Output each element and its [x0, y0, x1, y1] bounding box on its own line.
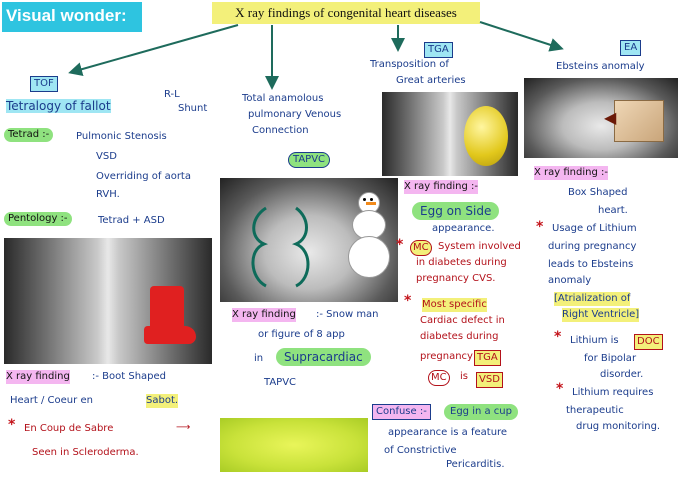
tapvc-title-1: Total anamolous: [242, 93, 324, 104]
tga-mc2: MC: [428, 370, 450, 386]
ea-doc: DOC: [634, 334, 663, 350]
ea-star-3-icon: *: [556, 381, 564, 397]
tof-star-icon: *: [8, 417, 16, 433]
tga-mc: MC: [410, 240, 432, 256]
tga-egg: Egg on Side: [412, 202, 500, 220]
ea-lith3-1: Lithium requires: [572, 387, 654, 398]
tga-line-2: Great arteries: [396, 75, 466, 86]
confuse-image: [220, 418, 368, 472]
tapvc-line3: in: [254, 353, 264, 364]
ea-atrial: [Atrialization of: [554, 292, 631, 306]
egg-icon: [464, 106, 508, 166]
confuse-line-2: of Constrictive: [384, 445, 457, 456]
tapvc-line4: TAPVC: [264, 377, 297, 388]
ea-lithium-2: during pregnancy: [548, 241, 637, 252]
ea-bipolar-2: disorder.: [600, 369, 644, 380]
tga-star-1-icon: *: [396, 237, 404, 253]
header-badge: [2, 2, 142, 32]
tof-xray-text: :- Boot Shaped: [92, 371, 167, 382]
tof-xray-image: [4, 238, 212, 364]
ea-xray-image: ◀: [524, 78, 678, 158]
arrow-ea: [479, 21, 564, 52]
tof-name: Tetralogy of fallot: [6, 99, 111, 113]
confuse-line-1: appearance is a feature: [388, 427, 508, 438]
ea-name: Ebsteins anomaly: [556, 61, 645, 72]
tga-is: is: [460, 371, 468, 382]
ea-box: Box Shaped: [568, 187, 628, 198]
tof-tetrad-2: VSD: [96, 151, 117, 162]
tga-mc-text-2: in diabetes during: [416, 257, 507, 268]
ea-heart: heart.: [598, 205, 628, 216]
tapvc-title-3: Connection: [252, 125, 309, 136]
confuse-line-3: Pericarditis.: [446, 459, 505, 470]
tga-specific-1: Most specific: [422, 298, 487, 312]
tga-specific-3: diabetes during: [420, 331, 499, 342]
ea-star-2-icon: *: [554, 329, 562, 345]
tga-specific-4: pregnancy: [420, 351, 473, 362]
figure-of-8-outline: [251, 206, 310, 288]
header-badge-text: Visual wonder:: [6, 6, 127, 25]
tga-star-2-icon: *: [404, 293, 412, 309]
tapvc-xray-text: :- Snow man: [316, 309, 379, 320]
tga-abbr: TGA: [424, 42, 453, 58]
tga-mc-text-1: System involved: [438, 241, 521, 252]
confuse-label: Confuse :-: [372, 404, 431, 420]
boot-toe: [144, 326, 196, 344]
ea-star-1-icon: *: [536, 219, 544, 235]
snowman-icon: [348, 192, 390, 282]
tof-shunt: R-L: [164, 89, 180, 100]
box-icon: [614, 100, 664, 142]
ea-abbr: EA: [620, 40, 642, 56]
ea-rv: Right Ventricle]: [562, 308, 640, 322]
tga-xray-label: X ray finding :-: [404, 180, 478, 194]
tof-coup-arrow-icon: ⟶: [176, 422, 191, 433]
tga-vsd: VSD: [476, 372, 503, 388]
tga-specific-2: Cardiac defect in: [420, 315, 505, 326]
tof-tetrad-4: RVH.: [96, 189, 120, 200]
confuse-egg: Egg in a cup: [444, 404, 518, 420]
tapvc-xray-label: X ray finding: [232, 308, 296, 322]
box-arrow-icon: ◀: [604, 110, 617, 127]
tapvc-line2: or figure of 8 app: [258, 329, 345, 340]
tof-pentology-label: Pentology :-: [4, 212, 72, 226]
tapvc-xray-image: [220, 178, 398, 302]
tga-appearance: appearance.: [432, 223, 495, 234]
tof-tetrad-label: Tetrad :-: [4, 128, 54, 142]
ea-xray-label: X ray finding :-: [534, 166, 608, 180]
tapvc-title-2: pulmonary Venous: [248, 109, 342, 120]
ea-lithium-4: anomaly: [548, 275, 592, 286]
tof-heart-label: Heart / Coeur en: [10, 395, 93, 406]
ea-lithium-1: Usage of Lithium: [552, 223, 637, 234]
tof-pentology: Tetrad + ASD: [98, 215, 165, 226]
tof-coup: En Coup de Sabre: [24, 423, 114, 434]
ea-lith2: Lithium is: [570, 335, 619, 346]
ea-lith3-2: therapeutic: [566, 405, 624, 416]
page-title: X ray findings of congenital heart disea…: [212, 2, 480, 24]
tof-shunt-label: Shunt: [178, 103, 208, 114]
tof-sabot: Sabot.: [146, 394, 179, 408]
tga-mc-text-3: pregnancy CVS.: [416, 273, 496, 284]
tof-abbr: TOF: [30, 76, 58, 92]
tapvc-abbr: TAPVC: [288, 152, 331, 168]
tga-xray-image: [382, 92, 518, 176]
tga-tag: TGA: [474, 350, 501, 366]
tga-line-1: Transposition of: [370, 59, 449, 70]
ea-lithium-3: leads to Ebsteins: [548, 259, 634, 270]
ea-lith3-3: drug monitoring.: [576, 421, 661, 432]
arrow-tof: [68, 24, 239, 77]
tapvc-supracardiac: Supracardiac: [276, 348, 371, 366]
tof-tetrad-3: Overriding of aorta: [96, 171, 191, 182]
tof-xray-label: X ray finding: [6, 370, 70, 384]
ea-bipolar-1: for Bipolar: [584, 353, 637, 364]
tof-tetrad-1: Pulmonic Stenosis: [76, 131, 167, 142]
tof-scleroderma: Seen in Scleroderma.: [32, 447, 139, 458]
